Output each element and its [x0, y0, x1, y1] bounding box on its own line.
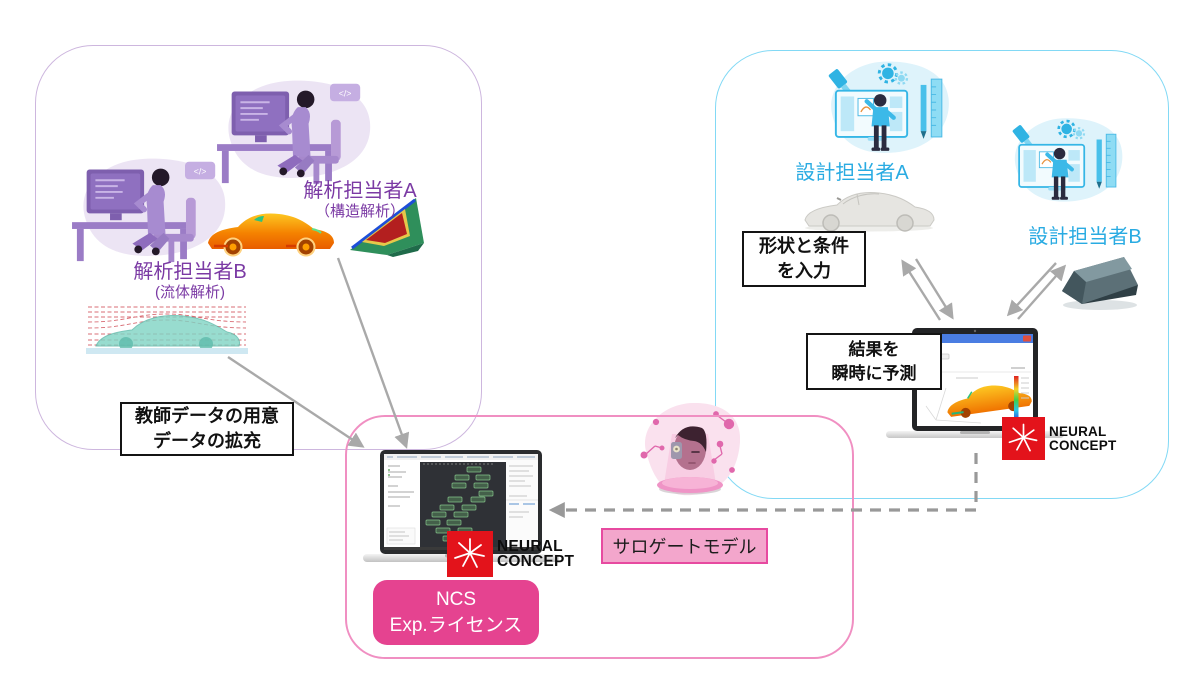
- cfd-flow-image: [86, 302, 248, 354]
- ncs-license-badge: NCS Exp.ライセンス: [373, 580, 539, 645]
- teacher-data-line1: 教師データの用意: [135, 406, 279, 427]
- neural-concept-mark-icon: [1002, 417, 1045, 460]
- analyst-b-label: 解析担当者B (流体解析): [95, 261, 285, 302]
- analyst-b-name: 解析担当者B: [133, 261, 247, 283]
- shape-input-callout: 形状と条件 を入力: [742, 231, 866, 287]
- neural-concept-logo-bottom: NEURAL CONCEPT: [447, 531, 574, 577]
- app-close-button: [1023, 335, 1031, 342]
- result-callout: 結果を 瞬時に予測: [806, 333, 942, 390]
- license-line2: Exp.ライセンス: [389, 614, 523, 636]
- surrogate-model-label: サロゲートモデル: [601, 528, 768, 564]
- teacher-data-line2: データの拡充: [153, 431, 261, 451]
- designer-a-name: 設計担当者A: [795, 162, 909, 184]
- analyst-a-role: （構造解析）: [314, 203, 405, 220]
- ncs-group-box: [345, 415, 854, 659]
- right-info-panel: [506, 460, 538, 547]
- designer-a-illustration: [812, 56, 958, 162]
- analyst-b-role: (流体解析): [155, 284, 225, 301]
- analyst-a-label: 解析担当者A （構造解析）: [265, 180, 455, 221]
- design-part-image: [1062, 257, 1138, 310]
- neural-concept-mark-icon: [447, 531, 493, 577]
- neural-concept-logo-right: NEURAL CONCEPT: [1002, 417, 1116, 460]
- surrogate-model-text: サロゲートモデル: [612, 537, 757, 557]
- structural-car-image: [208, 213, 334, 257]
- app-header-bar: [917, 334, 1033, 343]
- shape-input-line1: 形状と条件: [759, 236, 849, 257]
- logo-word-neural: NEURAL: [1049, 424, 1107, 440]
- clay-car-image: [804, 192, 935, 232]
- designer-a-label: 設計担当者A: [772, 162, 932, 184]
- designer-b-name: 設計担当者B: [1028, 226, 1142, 248]
- teacher-data-callout: 教師データの用意 データの拡充: [120, 402, 294, 456]
- logo-word-concept: CONCEPT: [1049, 437, 1117, 453]
- result-line2: 瞬時に予測: [831, 363, 917, 383]
- analyst-a-name: 解析担当者A: [303, 180, 417, 202]
- left-settings-panel: [386, 465, 416, 545]
- shape-input-line2: を入力: [777, 261, 831, 281]
- license-line1: NCS: [435, 588, 477, 610]
- designer-b-label: 設計担当者B: [1005, 226, 1165, 248]
- designer-b-illustration: [998, 113, 1130, 210]
- logo-word-concept: CONCEPT: [497, 553, 575, 570]
- logo-word-neural: NEURAL: [497, 537, 563, 555]
- result-line1: 結果を: [848, 340, 900, 360]
- structural-part-image: [350, 198, 424, 257]
